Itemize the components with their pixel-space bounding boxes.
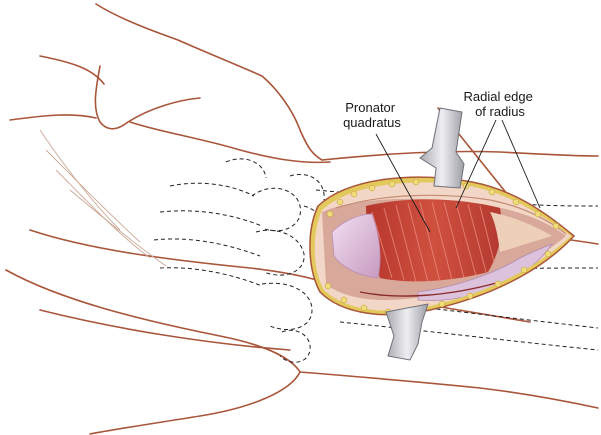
fascia-top: [335, 194, 567, 235]
leader-lines: [375, 119, 541, 233]
label-radial-line1: Radial edge: [463, 89, 532, 104]
metacarpal-1: [169, 182, 255, 197]
finger-crease-2: [39, 55, 105, 85]
palm-line: [129, 121, 331, 164]
forearm-bottom: [299, 371, 599, 409]
trapezium: [225, 158, 267, 179]
pronator-leader: [375, 133, 431, 233]
wrist-crease: [39, 309, 291, 351]
radial-leader-1: [455, 119, 497, 209]
label-radial-line2: of radius: [475, 104, 525, 119]
label-pronator-line2: quadratus: [343, 115, 401, 130]
finger-crease: [94, 65, 201, 130]
carpal-scaphoid: [251, 187, 301, 232]
thumb-outline: [95, 3, 323, 161]
finger-crease-3: [9, 114, 97, 121]
radial-leader-2: [501, 119, 541, 209]
carpal-hamate: [261, 282, 313, 330]
surgical-incision: [309, 176, 576, 316]
radius-bone-edge: [490, 212, 552, 252]
flexor-tendon: [331, 213, 381, 279]
carpal-capitate: [255, 229, 305, 276]
label-radial-edge: Radial edge of radius: [463, 89, 536, 119]
forearm-top: [321, 150, 599, 161]
hand-bottom: [5, 269, 301, 435]
ulna-upper: [359, 299, 599, 329]
label-pronator-line1: Pronator: [345, 100, 396, 115]
vessel: [359, 281, 501, 297]
skin-folds: [39, 129, 167, 267]
upper-retractor: [419, 107, 465, 189]
pisiform: [279, 329, 311, 363]
metacarpal-2: [159, 210, 263, 227]
label-pronator-quadratus: Pronator quadratus: [343, 100, 401, 130]
ulna-lower: [339, 321, 599, 351]
muscle-fibers: [371, 201, 495, 283]
metacarpal-3: [153, 238, 261, 257]
lower-retractor: [385, 303, 429, 361]
metacarpal-4: [159, 267, 263, 287]
carpal-lunate: [289, 174, 325, 201]
